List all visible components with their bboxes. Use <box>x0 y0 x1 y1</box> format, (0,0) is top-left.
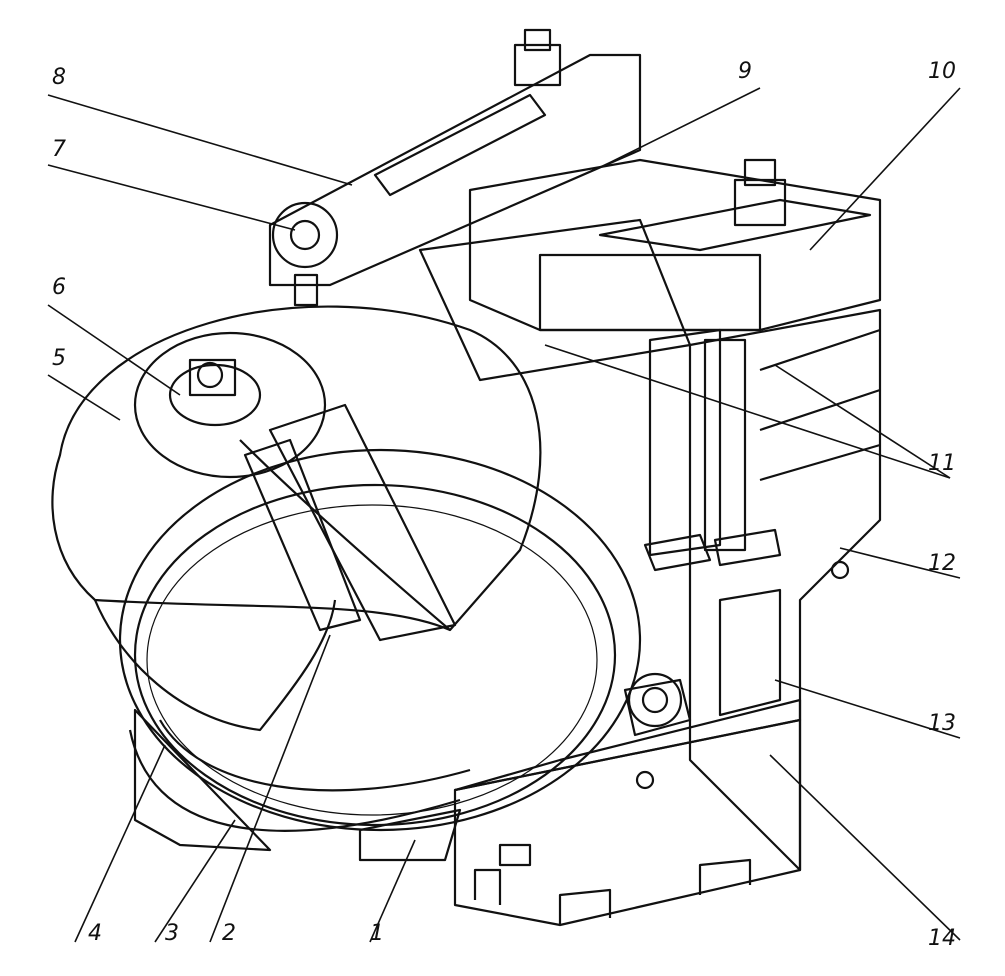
clamp-arm <box>268 28 642 307</box>
leader-12 <box>839 547 961 579</box>
callout-4: 4 <box>88 921 102 946</box>
leader-5 <box>47 374 121 421</box>
leader-1 <box>369 839 416 943</box>
leader-11b <box>774 364 951 479</box>
leader-4 <box>74 744 166 943</box>
upright-column <box>635 308 882 872</box>
callout-9: 9 <box>738 59 752 84</box>
callout-3: 3 <box>165 921 179 946</box>
callout-12: 12 <box>928 551 956 576</box>
base-bolt <box>623 678 692 737</box>
callout-5: 5 <box>52 346 66 371</box>
cone-workpiece <box>51 305 542 732</box>
callout-6: 6 <box>52 275 66 300</box>
leader-11a <box>544 344 951 479</box>
rotary-table <box>118 448 683 862</box>
leader-7 <box>47 164 296 231</box>
leader-13 <box>774 679 961 739</box>
leader-14 <box>769 754 961 941</box>
callout-7: 7 <box>52 137 66 162</box>
leader-10 <box>809 87 961 251</box>
callout-11: 11 <box>928 451 956 476</box>
leader-8 <box>47 94 353 186</box>
leader-3 <box>154 819 236 943</box>
base-block <box>453 698 802 927</box>
bracket-nut <box>733 158 787 227</box>
callout-10: 10 <box>928 59 956 84</box>
callout-14: 14 <box>928 926 956 951</box>
callout-labels: 8 7 6 5 9 10 11 12 13 14 4 3 2 1 <box>52 59 956 951</box>
callout-1: 1 <box>370 921 384 946</box>
callout-8: 8 <box>52 65 66 90</box>
leader-9 <box>604 87 761 166</box>
leader-6 <box>47 304 181 396</box>
leader-lines <box>47 87 961 943</box>
leader-2 <box>209 634 331 943</box>
top-nut-assembly <box>133 331 327 479</box>
upper-bracket <box>418 158 882 382</box>
callout-13: 13 <box>928 711 956 736</box>
callout-2: 2 <box>222 921 236 946</box>
